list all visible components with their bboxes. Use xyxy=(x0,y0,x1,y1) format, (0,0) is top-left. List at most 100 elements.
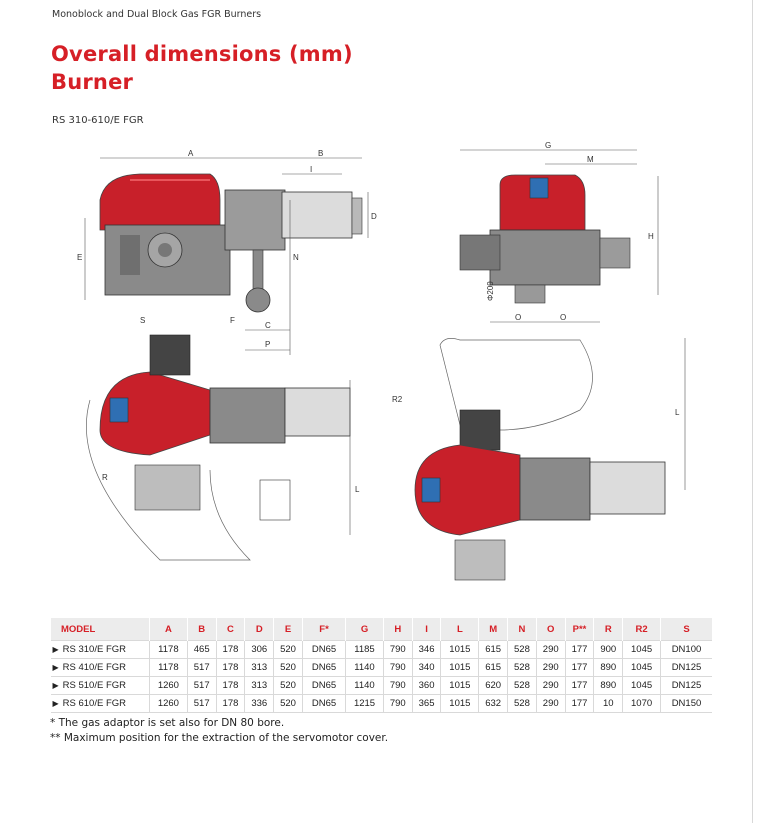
table-cell: 620 xyxy=(478,676,508,695)
table-cell: 1260 xyxy=(149,676,188,695)
table-cell: 517 xyxy=(186,658,217,677)
table-cell: 313 xyxy=(244,658,274,677)
column-header-b: B xyxy=(186,618,217,641)
dim-label-B: B xyxy=(318,149,323,158)
front-view xyxy=(459,174,631,304)
table-cell: 1178 xyxy=(149,658,188,677)
top-view-left xyxy=(86,334,351,561)
column-header-g: G xyxy=(345,618,384,641)
table-cell: 290 xyxy=(535,640,566,659)
table-cell: 1015 xyxy=(440,694,479,713)
table-cell: 790 xyxy=(382,658,413,677)
dim-label-E: E xyxy=(77,253,82,262)
table-cell: 790 xyxy=(382,694,413,713)
table-cell: 1045 xyxy=(622,640,661,659)
table-cell: 1045 xyxy=(622,658,661,677)
dim-label-O-1: O xyxy=(515,313,521,322)
table-cell: 360 xyxy=(411,676,441,695)
table-cell: 177 xyxy=(564,694,594,713)
dim-label-C: C xyxy=(265,321,271,330)
column-header-m: M xyxy=(478,618,508,641)
table-cell: 790 xyxy=(382,676,413,695)
dim-label-L-2: L xyxy=(675,408,680,417)
table-cell: 890 xyxy=(593,658,623,677)
table-cell: 1178 xyxy=(149,640,188,659)
column-header-h: H xyxy=(382,618,413,641)
table-cell: DN65 xyxy=(301,694,346,713)
dim-label-N: N xyxy=(293,253,299,262)
table-cell: 290 xyxy=(535,658,566,677)
table-row: ▶RS 310/E FGR 1178 465 178 306 520 DN65 … xyxy=(50,640,712,659)
table-cell: 615 xyxy=(478,658,508,677)
table-cell: 290 xyxy=(535,676,566,695)
row-arrow-icon: ▶ xyxy=(52,645,59,654)
table-cell: 528 xyxy=(507,640,537,659)
table-cell: 890 xyxy=(593,676,623,695)
table-cell: 517 xyxy=(186,694,217,713)
page-edge-line xyxy=(752,0,753,823)
top-view-right-dimensions: R2 L xyxy=(392,338,686,490)
table-cell: 1260 xyxy=(149,694,188,713)
table-cell: DN150 xyxy=(659,694,712,713)
table-cell: 178 xyxy=(215,658,245,677)
table-cell: 290 xyxy=(535,694,566,713)
page-header: Monoblock and Dual Block Gas FGR Burners xyxy=(52,9,262,20)
table-cell: 1015 xyxy=(440,676,479,695)
table-cell: 615 xyxy=(478,640,508,659)
title-line-2: Burner xyxy=(51,70,134,94)
table-cell: 520 xyxy=(273,658,303,677)
table-cell: 517 xyxy=(186,676,217,695)
table-row: ▶RS 510/E FGR 1260 517 178 313 520 DN65 … xyxy=(50,676,712,695)
table-cell: 1140 xyxy=(345,676,384,695)
table-cell: 313 xyxy=(244,676,274,695)
table-cell: 10 xyxy=(593,694,623,713)
top-view-right xyxy=(414,338,666,581)
table-cell: DN125 xyxy=(659,658,712,677)
column-header-d: D xyxy=(244,618,274,641)
row-arrow-icon: ▶ xyxy=(52,699,59,708)
table-header-row: MODEL A B C D E F* G H I L M N O P** R R… xyxy=(50,618,712,641)
dim-label-H: H xyxy=(648,232,654,241)
column-header-r2: R2 xyxy=(622,618,661,641)
front-view-dimensions: G M H Φ200 O O xyxy=(460,141,659,323)
row-arrow-icon: ▶ xyxy=(52,663,59,672)
table-cell: 178 xyxy=(215,640,245,659)
table-cell: 1140 xyxy=(345,658,384,677)
column-header-c: C xyxy=(215,618,245,641)
dim-label-P: P xyxy=(265,340,270,349)
table-cell: DN65 xyxy=(301,676,346,695)
table-cell: 528 xyxy=(507,694,537,713)
table-cell: DN100 xyxy=(659,640,712,659)
table-cell: 340 xyxy=(411,658,441,677)
footnote-servomotor: ** Maximum position for the extraction o… xyxy=(50,732,389,744)
side-view-dimensions: A B I D E N S F C P xyxy=(77,149,377,355)
table-cell: 1045 xyxy=(622,676,661,695)
table-cell: 900 xyxy=(593,640,623,659)
page-title: Overall dimensions (mm) Burner xyxy=(51,40,353,96)
table-cell: 790 xyxy=(382,640,413,659)
row-model: RS 610/E FGR xyxy=(62,698,127,709)
technical-drawing: A B I D E N S F C P G M H Φ200 O O xyxy=(77,141,686,581)
column-header-f: F* xyxy=(301,618,346,641)
column-header-i: I xyxy=(411,618,441,641)
dim-label-M: M xyxy=(587,155,594,164)
dim-label-I: I xyxy=(310,165,312,174)
footnotes: * The gas adaptor is set also for DN 80 … xyxy=(50,716,388,746)
dim-label-D: D xyxy=(371,212,377,221)
table-cell: 178 xyxy=(215,676,245,695)
table-cell: 1070 xyxy=(622,694,661,713)
table-cell: 1015 xyxy=(440,640,479,659)
dim-label-diameter: Φ200 xyxy=(486,281,495,301)
table-cell: 346 xyxy=(411,640,441,659)
row-model: RS 310/E FGR xyxy=(62,644,127,655)
table-cell: 465 xyxy=(186,640,217,659)
top-view-left-dimensions: R L xyxy=(102,380,360,535)
column-header-e: E xyxy=(273,618,303,641)
column-header-a: A xyxy=(149,618,188,641)
table-cell: 178 xyxy=(215,694,245,713)
table-cell: 1185 xyxy=(345,640,384,659)
table-cell: 177 xyxy=(564,676,594,695)
dim-label-S: S xyxy=(140,316,145,325)
column-header-l: L xyxy=(440,618,479,641)
table-cell: 306 xyxy=(244,640,274,659)
